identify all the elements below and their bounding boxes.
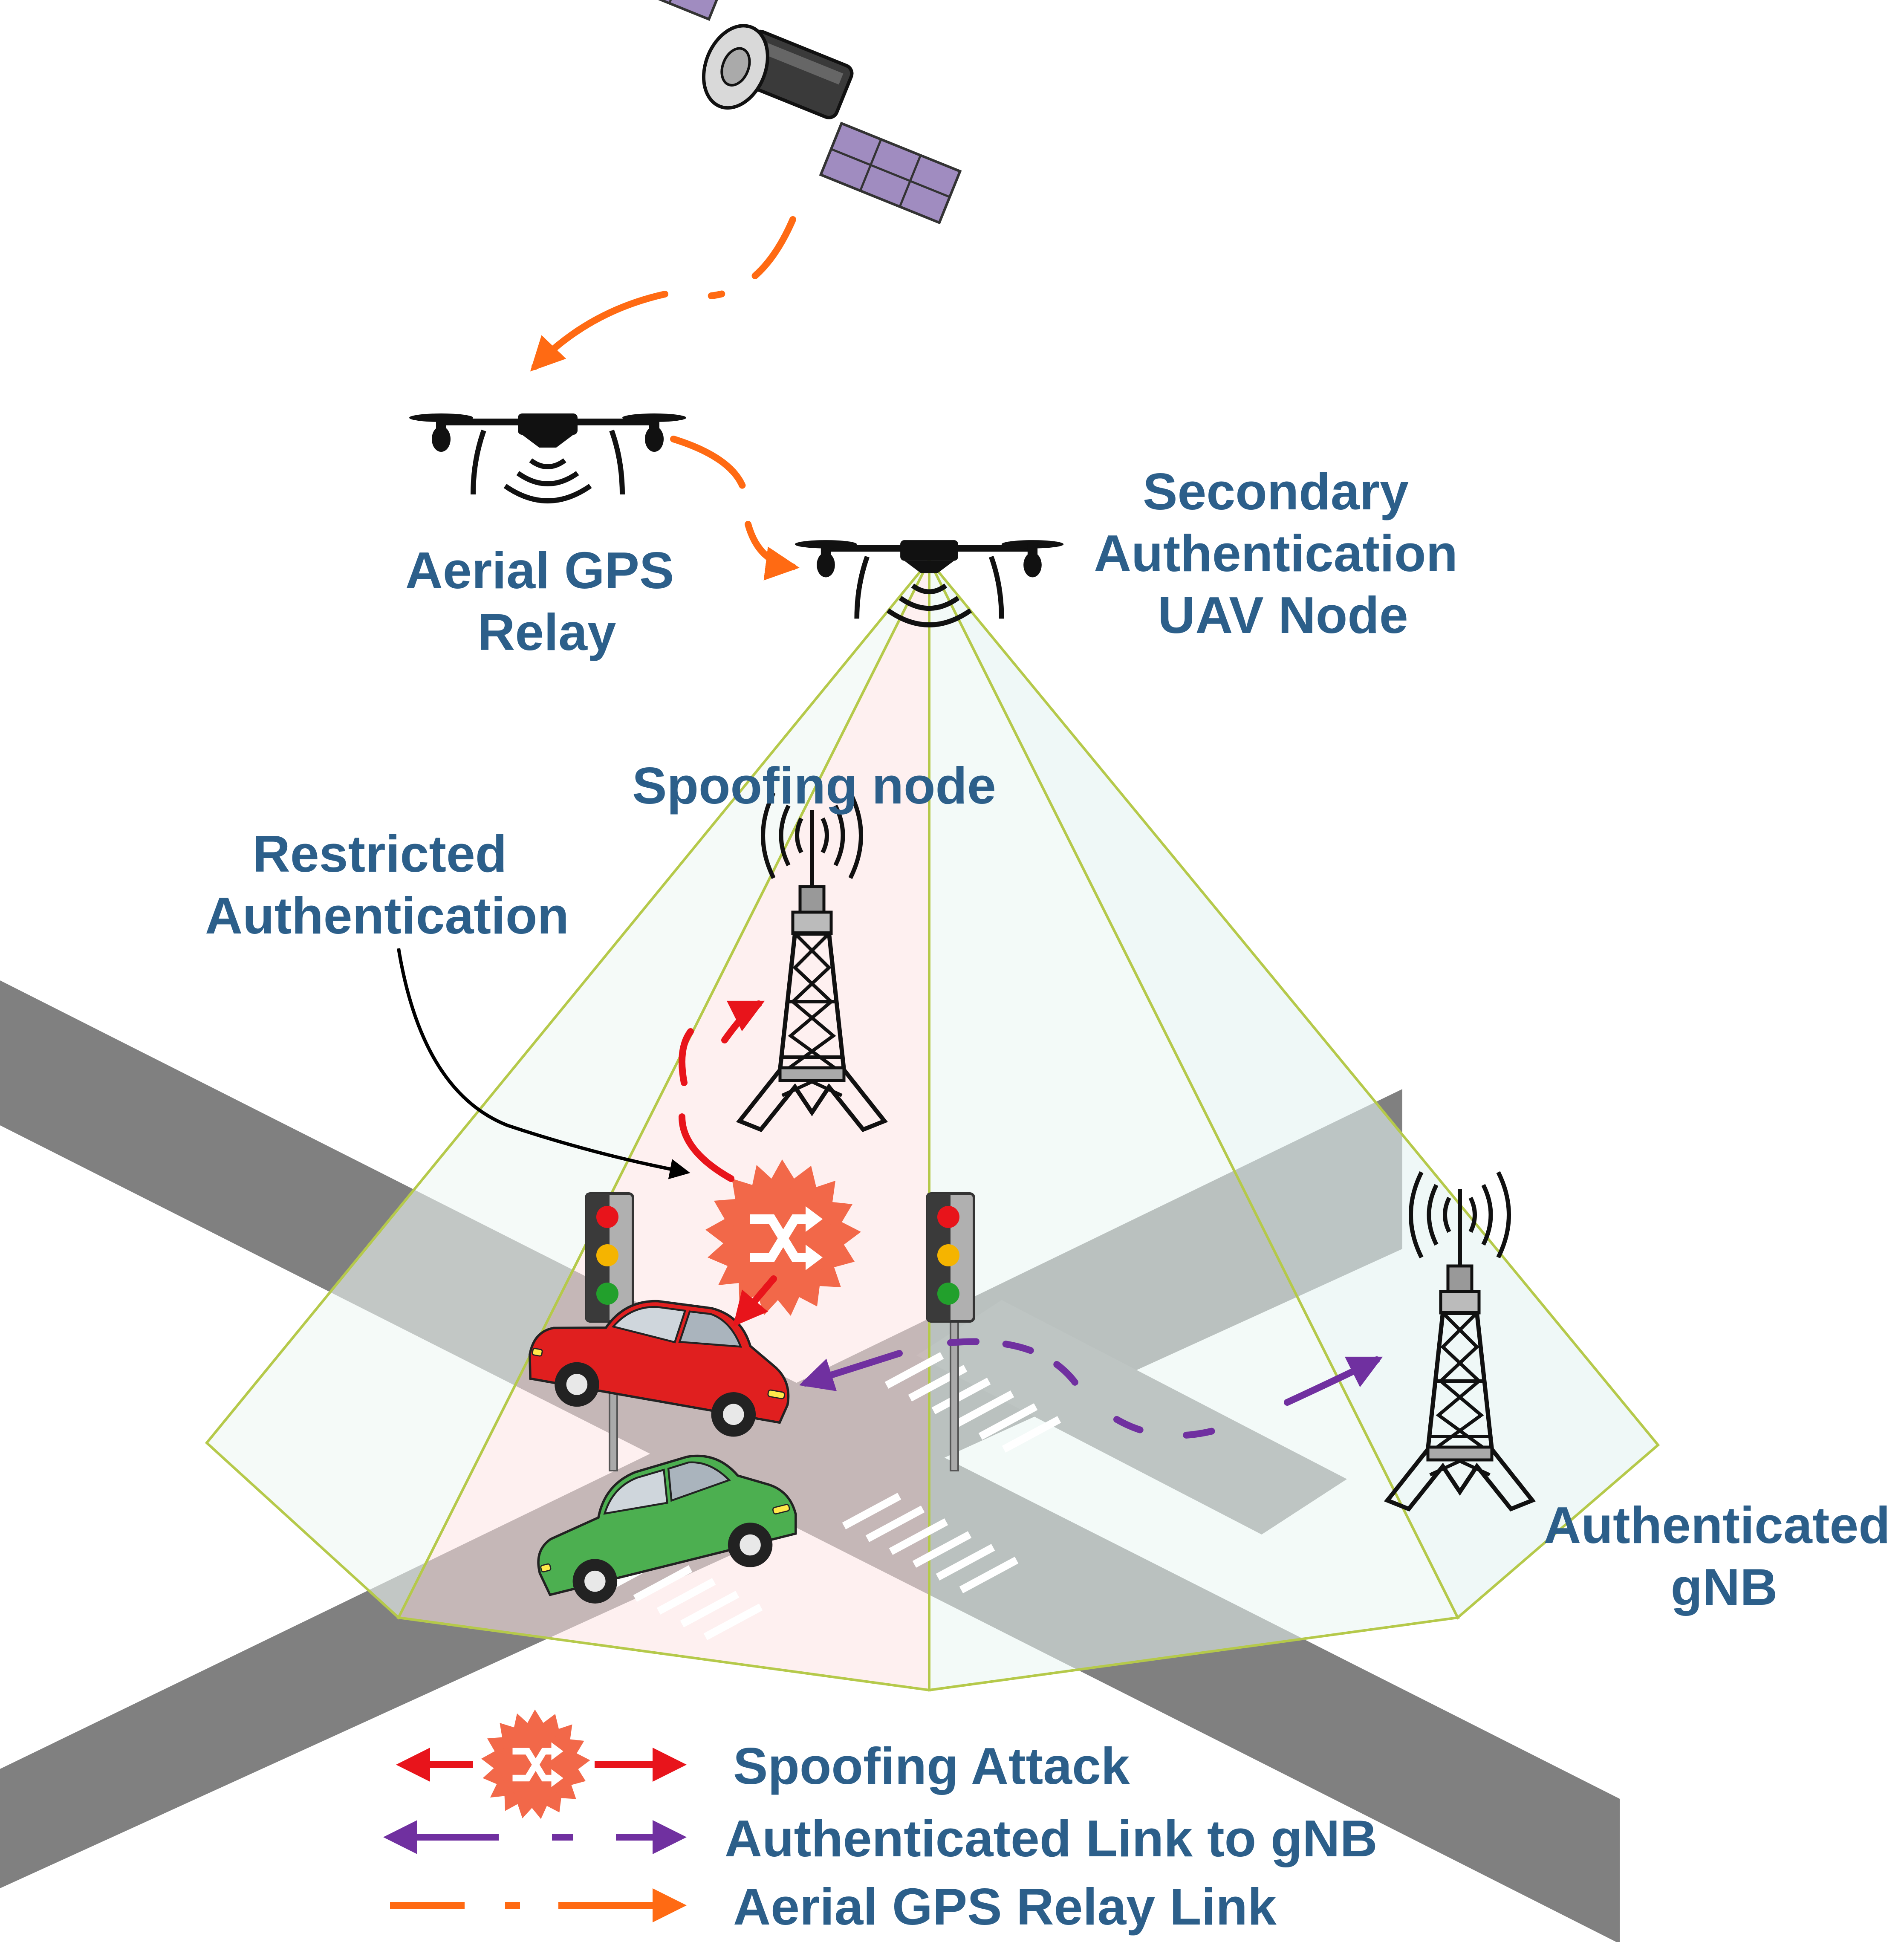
authenticated-gnb-label: Authenticated gNB [1543,1496,1904,1616]
uav-coverage-zones [205,560,1660,1692]
legend-label: Aerial GPS Relay Link [733,1878,1277,1936]
drone-icon [409,413,686,501]
secondary-authentication-uav-label: Secondary Authentication UAV Node [1094,462,1472,644]
spoofing-node-label: Spoofing node [632,757,996,815]
legend: Spoofing Attack Authenticated Link to gN… [383,1710,1378,1936]
coverage-zone-far-right [928,560,1660,1620]
spoofing-attack-links [679,1000,777,1327]
restricted-authentication-label: Restricted Authentication [205,825,569,945]
legend-item-aerial-gps-relay: Aerial GPS Relay Link [390,1878,1277,1936]
authenticated-link [799,1338,1383,1439]
legend-item-spoofing: Spoofing Attack [396,1710,1130,1819]
legend-item-authenticated-link: Authenticated Link to gNB [383,1809,1378,1867]
satellite-icon [552,0,998,223]
aerial-gps-relay-links [530,216,800,581]
restricted-authentication-pointer [397,948,691,1179]
aerial-gps-relay-label: Aerial GPS Relay [405,541,689,661]
spoofing-burst-icon [481,1710,590,1819]
legend-label: Authenticated Link to gNB [725,1809,1378,1867]
legend-label: Spoofing Attack [733,1737,1130,1795]
